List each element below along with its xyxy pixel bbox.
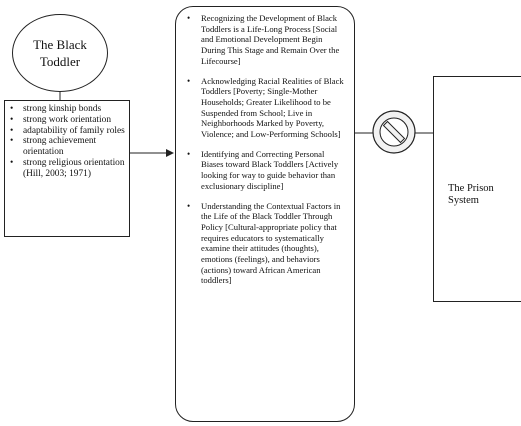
strength-item: adaptability of family roles: [7, 126, 127, 137]
no-entry-icon: [372, 110, 416, 154]
strengths-list: strong kinship bonds strong work orienta…: [7, 104, 127, 180]
interventions-box: Recognizing the Development of Black Tod…: [175, 6, 355, 422]
strength-item: strong kinship bonds: [7, 104, 127, 115]
strength-item: strong religious orientation (Hill, 2003…: [7, 158, 127, 180]
intervention-item: Identifying and Correcting Personal Bias…: [180, 149, 348, 192]
interventions-list: Recognizing the Development of Black Tod…: [180, 13, 348, 286]
strength-item: strong achievement orientation: [7, 136, 127, 158]
oval-title: The Black Toddler: [33, 37, 87, 69]
intervention-item: Understanding the Contextual Factors in …: [180, 201, 348, 287]
strengths-box: strong kinship bonds strong work orienta…: [4, 100, 130, 237]
intervention-item: Acknowledging Racial Realities of Black …: [180, 76, 348, 140]
strength-item: strong work orientation: [7, 115, 127, 126]
black-toddler-oval: The Black Toddler: [12, 14, 108, 92]
intervention-item: Recognizing the Development of Black Tod…: [180, 13, 348, 67]
prison-system-label: The Prison System: [448, 183, 494, 206]
prison-system-box: [433, 76, 521, 302]
